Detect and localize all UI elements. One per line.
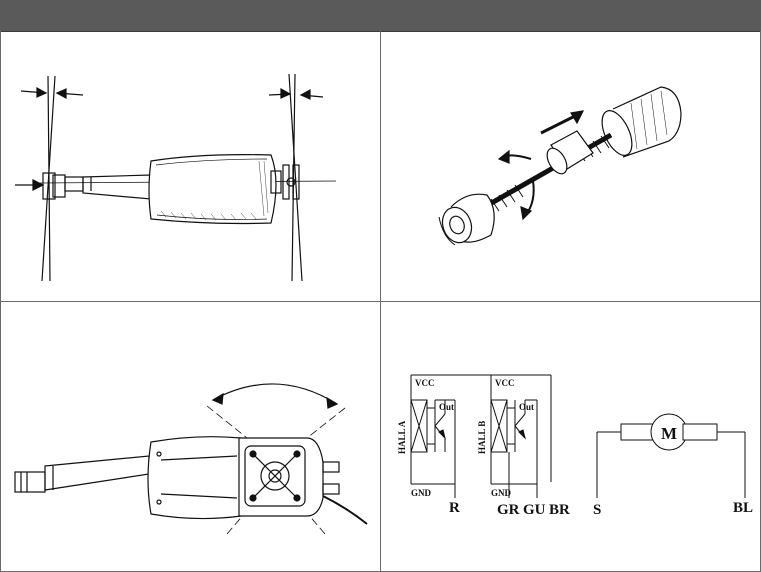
wire-br-label: BR [549,502,570,518]
wire-s-label: S [593,502,601,518]
mounting-tolerance-drawing [1,31,380,301]
motor-orientation-drawing [1,302,380,572]
spindle-mechanism-drawing [381,31,760,301]
motor-label: M [661,424,677,443]
panel-motor-orientation [1,302,380,572]
figure-grid: VCC Out GND HALL A VCC Out GND HALL B M … [0,31,761,572]
wire-gu-label: GU [523,502,546,518]
hall-a-gnd-label: GND [411,488,432,498]
hall-b-out-label: Out [519,402,534,412]
hall-a-vcc-label: VCC [415,378,435,388]
hall-a-name-label: HALL A [397,420,407,454]
hall-b-gnd-label: GND [491,488,512,498]
wire-gr-label: GR [497,502,520,518]
header-bar [0,0,761,32]
panel-mounting-tolerance [1,31,380,301]
hall-a-out-label: Out [439,402,454,412]
hall-b-vcc-label: VCC [495,378,515,388]
hall-b-name-label: HALL B [477,421,487,454]
panel-wiring: VCC Out GND HALL A VCC Out GND HALL B M … [381,302,760,572]
wiring-diagram: VCC Out GND HALL A VCC Out GND HALL B M … [381,302,760,572]
wire-r-label: R [449,500,460,516]
wire-bl-label: BL [733,500,753,516]
panel-spindle-mechanism [381,31,760,301]
